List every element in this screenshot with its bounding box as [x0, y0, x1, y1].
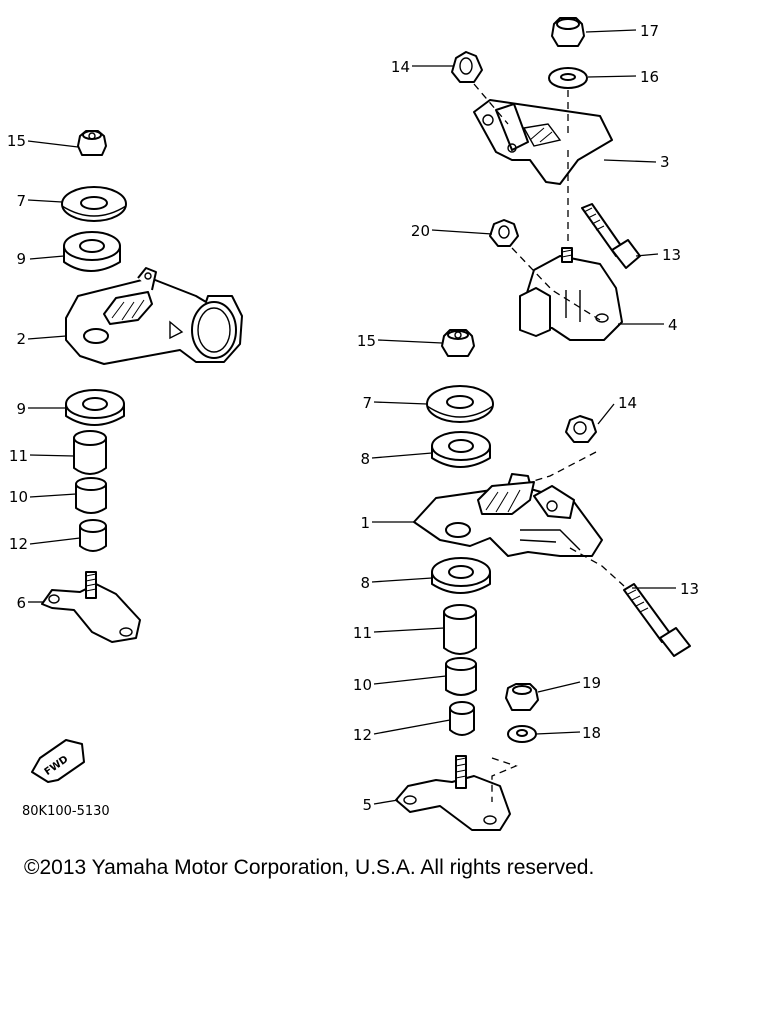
callout-label: 11 — [9, 447, 28, 465]
callout-label: 14 — [618, 394, 637, 412]
callout-label: 19 — [582, 674, 601, 692]
part-5-stud-plate[interactable] — [395, 755, 511, 831]
part-2-mounting-bracket[interactable] — [65, 267, 243, 365]
callout-label: 16 — [640, 68, 659, 86]
part-15-nut-right[interactable] — [441, 329, 475, 357]
part-6-stud-plate-left[interactable] — [41, 571, 141, 643]
part-16-washer[interactable] — [548, 67, 588, 89]
part-9-rubber-bushing-upper-left[interactable] — [63, 231, 121, 272]
diagram-reference-code: 80K100-5130 — [22, 804, 110, 819]
callout-label: 10 — [353, 676, 372, 694]
forward-direction-arrow: FWD — [31, 739, 85, 783]
part-20-nut[interactable] — [489, 219, 519, 247]
part-15-nut-left[interactable] — [77, 130, 107, 156]
callout-label: 1 — [360, 514, 370, 532]
callout-label: 8 — [360, 574, 370, 592]
part-12-collar-right[interactable] — [449, 701, 475, 736]
callout-leader-lines — [27, 29, 676, 805]
part-7-washer-left[interactable] — [61, 186, 127, 222]
callout-label: 11 — [353, 624, 372, 642]
callout-label: 7 — [16, 192, 26, 210]
callout-label: 15 — [357, 332, 376, 350]
part-7-washer-right[interactable] — [426, 385, 494, 423]
part-10-collar-left[interactable] — [75, 477, 107, 514]
callout-label: 20 — [411, 222, 430, 240]
part-9-rubber-bushing-lower-left[interactable] — [65, 389, 125, 426]
part-8-rubber-bushing-upper[interactable] — [431, 431, 491, 468]
copyright-notice: ©2013 Yamaha Motor Corporation, U.S.A. A… — [24, 856, 595, 879]
callout-label: 8 — [360, 450, 370, 468]
callout-label: 18 — [582, 724, 601, 742]
assembly-centerlines — [473, 83, 625, 802]
part-14-nut-lower[interactable] — [565, 415, 597, 443]
callout-label: 9 — [16, 250, 26, 268]
part-13-bolt-upper[interactable] — [581, 203, 641, 269]
part-19-nut[interactable] — [505, 683, 539, 711]
callout-label: 9 — [16, 400, 26, 418]
part-11-collar-left[interactable] — [73, 430, 107, 475]
part-3-upper-bracket[interactable] — [473, 99, 613, 185]
callout-label: 12 — [9, 535, 28, 553]
callout-labels: 15 7 9 2 9 11 10 12 6 17 14 16 3 20 13 4… — [7, 22, 699, 814]
part-13-bolt-lower[interactable] — [623, 583, 691, 657]
callout-label: 12 — [353, 726, 372, 744]
part-18-washer[interactable] — [507, 725, 537, 743]
callout-label: 2 — [16, 330, 26, 348]
callout-label: 17 — [640, 22, 659, 40]
callout-label: 6 — [16, 594, 26, 612]
part-8-rubber-bushing-lower[interactable] — [431, 557, 491, 594]
part-14-nut-upper[interactable] — [451, 51, 483, 83]
part-12-collar-left[interactable] — [79, 519, 107, 552]
callout-label: 3 — [660, 153, 670, 171]
callout-label: 13 — [662, 246, 681, 264]
part-1-main-bracket[interactable] — [413, 473, 603, 557]
callout-label: 14 — [391, 58, 410, 76]
callout-label: 4 — [668, 316, 678, 334]
callout-label: 7 — [362, 394, 372, 412]
part-10-collar-right[interactable] — [445, 657, 477, 696]
callout-label: 15 — [7, 132, 26, 150]
part-4-rubber-mount[interactable] — [519, 247, 623, 341]
part-11-collar-right[interactable] — [443, 604, 477, 655]
callout-label: 10 — [9, 488, 28, 506]
part-17-nut[interactable] — [551, 17, 585, 47]
callout-label: 5 — [362, 796, 372, 814]
callout-label: 13 — [680, 580, 699, 598]
